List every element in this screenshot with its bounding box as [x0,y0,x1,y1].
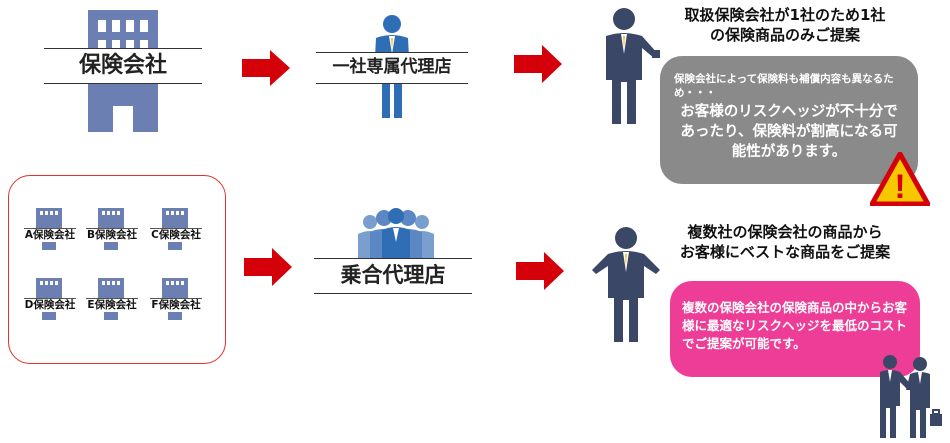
building-icon [98,278,124,298]
presenter-person-icon [592,227,660,342]
company-tile-label: C保険会社 [150,228,202,241]
company-tile-label: B保険会社 [86,228,138,241]
building-base [42,312,56,320]
arrow-right-icon [516,252,564,290]
warning-symbol: ! [894,168,905,206]
building-base [104,312,118,320]
building-icon [98,208,124,228]
company-tile-label: E保険会社 [86,298,138,311]
top-heading-line2: の保険商品のみご提案 [709,26,860,44]
warning-bubble-note: 保険会社によって保険料も補償内容も異なるため・・・ [674,73,894,99]
warning-bubble-main: お客様のリスクヘッジが不十分であったり、保険料が割高になる可能性があります。 [680,104,898,160]
bottom-heading-line1: 複数社の保険会社の商品から [687,223,883,241]
building-base [168,242,182,250]
arrow-right-icon [244,248,292,286]
company-tile-label: A保険会社 [24,228,76,241]
building-icon [36,208,62,228]
building-icon [36,278,62,298]
exclusive-agency-label: 一社専属代理店 [316,52,468,84]
company-tile-label: F保険会社 [150,298,202,311]
company-label: 保険会社 [44,48,202,84]
building-base [104,242,118,250]
presenter-person-icon [606,8,660,124]
benefit-bubble-text: 複数の保険会社の保険商品の中からお客様に最適なリスクヘッジを最低のコストでご提案… [682,300,908,351]
bottom-heading-line2: お客様にベストな商品をご提案 [679,243,891,261]
handshake-icon [880,355,942,438]
building-icon [162,208,188,228]
arrow-right-icon [514,45,562,83]
multi-agency-label: 乗合代理店 [314,258,472,294]
company-tile-label: D保険会社 [24,298,76,311]
benefit-bubble: 複数の保険会社の保険商品の中からお客様に最適なリスクヘッジを最低のコストでご提案… [670,281,920,377]
building-base [168,312,182,320]
warning-icon: ! [870,152,930,206]
arrow-right-icon [242,50,290,86]
building-icon [162,278,188,298]
warning-bubble: 保険会社によって保険料も補償内容も異なるため・・・ お客様のリスクヘッジが不十分… [660,56,918,184]
top-heading-line1: 取扱保険会社が1社のため1社 [684,6,886,24]
building-base [42,242,56,250]
insurance-companies-frame [8,175,226,364]
